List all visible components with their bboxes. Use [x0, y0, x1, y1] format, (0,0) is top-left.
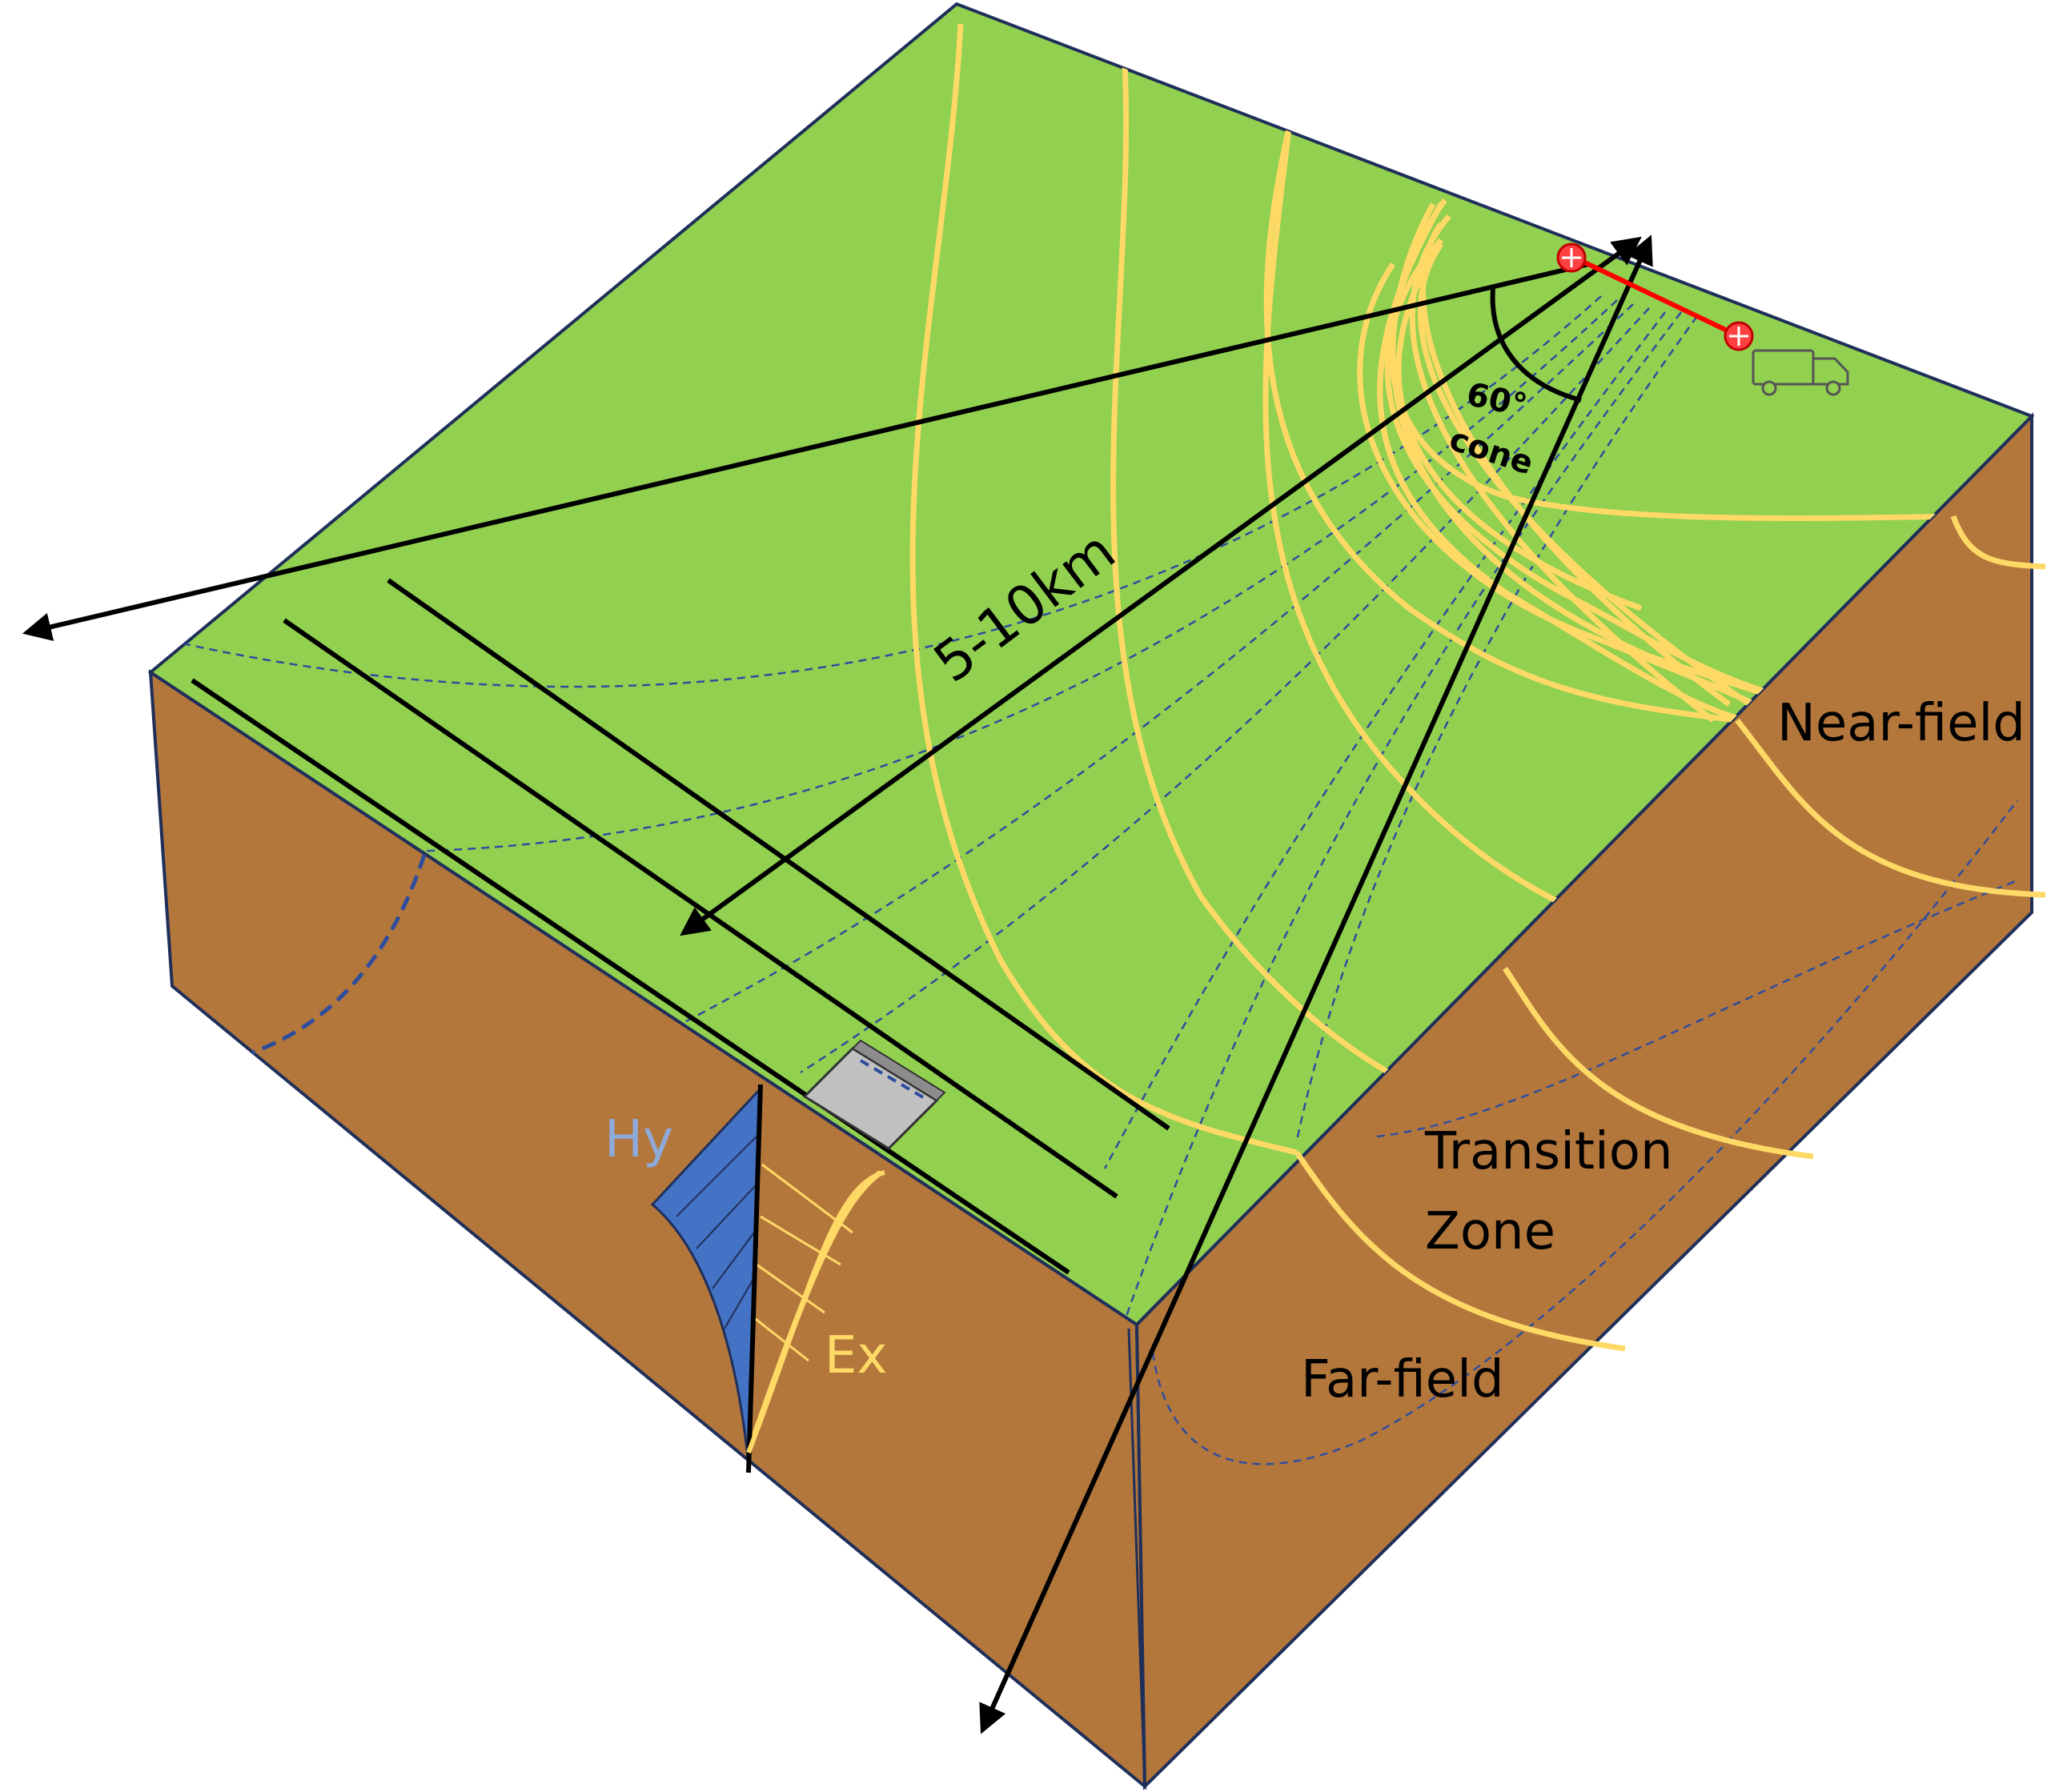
near-field-label: Near-field [1777, 694, 2025, 753]
truck-icon [1752, 349, 1849, 396]
transition-zone-label-line1: Transition [1424, 1122, 1673, 1181]
far-field-label: Far-field [1301, 1350, 1504, 1409]
ex-label: Ex [825, 1326, 887, 1385]
hy-label: Hy [604, 1110, 673, 1169]
electrode-cross-icon [1556, 243, 1587, 273]
transition-zone-label-line2: Zone [1425, 1202, 1555, 1261]
electrode-cross-icon [1724, 321, 1754, 351]
arrows [22, 235, 1653, 1734]
cone-angle-arc [1490, 287, 1582, 403]
hy-profile [650, 1084, 763, 1473]
receiver-instrument-icon [802, 1039, 946, 1150]
ex-profile [746, 1170, 885, 1454]
transmitter-dipole [1556, 243, 1754, 351]
